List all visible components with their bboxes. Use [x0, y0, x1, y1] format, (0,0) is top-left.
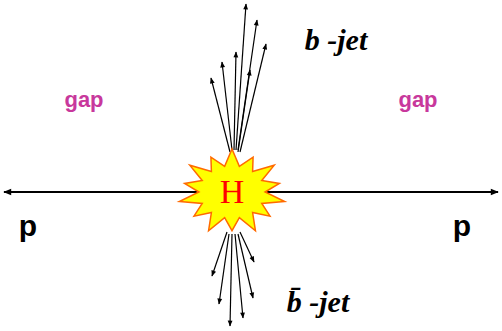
bbar-jet-tracks	[212, 232, 254, 326]
gap-label: gap	[398, 87, 437, 113]
b-jet-tracks	[211, 4, 266, 152]
jet-label: b̄ -jet	[287, 285, 349, 319]
starburst-shape	[179, 149, 284, 231]
proton-label: p	[19, 209, 37, 243]
higgs-starburst: H	[176, 147, 288, 237]
proton-label: p	[453, 209, 471, 243]
jet-label: b -jet	[305, 23, 367, 57]
gap-label: gap	[64, 87, 103, 113]
higgs-symbol: H	[220, 175, 245, 209]
